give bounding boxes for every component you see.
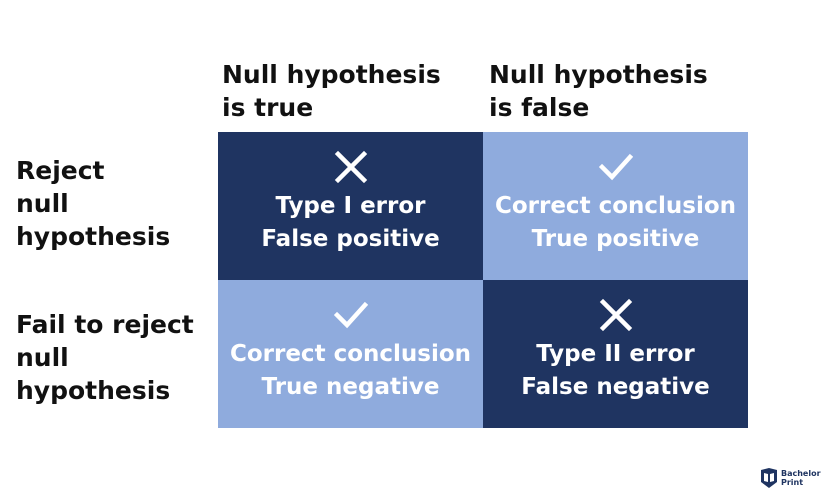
cell-subtitle: False positive <box>261 226 440 252</box>
check-icon <box>598 153 633 181</box>
brand-wordmark: Bachelor Print <box>781 469 821 487</box>
brand-word: Print <box>781 478 804 487</box>
cell-title: Correct conclusion <box>494 193 737 219</box>
column-header-line: is false <box>489 93 590 122</box>
column-header-line: Null hypothesis <box>489 60 708 89</box>
cell-subtitle: True positive <box>531 226 700 252</box>
column-header-line: Null hypothesis <box>222 60 441 89</box>
cross-icon <box>334 150 367 184</box>
cell-type-1-error: Type I error False positive <box>218 132 483 280</box>
row-header-line: null hypothesis <box>16 343 171 405</box>
column-header-null-true: Null hypothesis is true <box>222 58 472 124</box>
cell-title: Type II error <box>536 341 695 367</box>
row-header-reject: Reject null hypothesis <box>16 154 216 253</box>
cell-true-positive: Correct conclusion True positive <box>483 132 748 280</box>
column-header-line: is true <box>222 93 314 122</box>
brand-word: Bachelor <box>781 469 821 478</box>
cross-icon <box>599 298 632 332</box>
row-header-fail-to-reject: Fail to reject null hypothesis <box>16 308 216 407</box>
cell-title: Type I error <box>275 193 426 219</box>
column-header-null-false: Null hypothesis is false <box>489 58 739 124</box>
row-header-line: Fail to reject <box>16 310 194 339</box>
cell-title: Correct conclusion <box>229 341 472 367</box>
book-shield-icon <box>761 468 777 488</box>
check-icon <box>333 301 368 329</box>
row-header-line: null hypothesis <box>16 189 171 251</box>
brand-logo: Bachelor Print <box>760 468 821 490</box>
cell-true-negative: Correct conclusion True negative <box>218 280 483 428</box>
cell-type-2-error: Type II error False negative <box>483 280 748 428</box>
cell-subtitle: False negative <box>521 374 710 400</box>
row-header-line: Reject <box>16 156 105 185</box>
cell-subtitle: True negative <box>261 374 440 400</box>
